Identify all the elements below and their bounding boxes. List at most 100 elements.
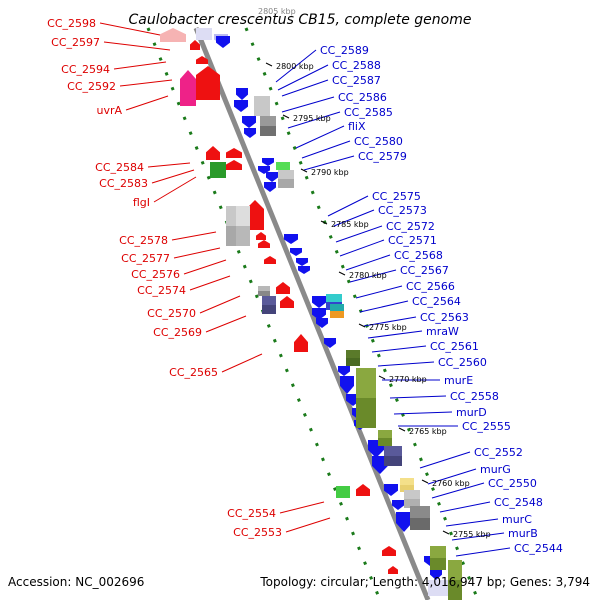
right-leader-line — [327, 195, 369, 217]
label-cc-2585: CC_2585 — [344, 106, 393, 119]
right-leader-line — [455, 547, 511, 557]
reverse-gene — [246, 200, 264, 230]
genome-summary-text: Topology: circular; Length: 4,016,947 bp… — [259, 575, 590, 589]
label-murd: murD — [456, 406, 487, 419]
gray-block-bottom — [404, 499, 420, 508]
left-leader-line — [221, 353, 263, 373]
kbp-tick-mark — [338, 271, 346, 276]
label-cc-2574: CC_2574 — [137, 284, 186, 297]
green-gene-light — [276, 162, 290, 170]
forward-gene — [396, 512, 412, 532]
label-cc-2553: CC_2553 — [233, 526, 282, 539]
label-cc-2580: CC_2580 — [354, 135, 403, 148]
label-murg: murG — [480, 463, 511, 476]
kbp-tick-2800-kbp: 2800 kbp — [276, 62, 314, 71]
reverse-gene — [206, 146, 220, 160]
left-leader-line — [205, 315, 247, 333]
reverse-gene-faded — [160, 28, 186, 42]
forward-gene — [340, 376, 354, 394]
map-title: Caulobacter crescentus CB15, complete ge… — [129, 12, 472, 28]
right-leader-line — [339, 239, 385, 257]
kbp-tick-mark — [421, 479, 429, 484]
right-leader-line — [367, 330, 423, 339]
olive-block-top — [430, 546, 446, 558]
purple-block-top — [262, 296, 276, 305]
reverse-gene-pink — [180, 70, 196, 106]
label-cc-2575: CC_2575 — [372, 190, 421, 203]
label-cc-2560: CC_2560 — [438, 356, 487, 369]
gray-block-small-bottom — [258, 291, 270, 296]
kbp-tick-2785-kbp: 2785 kbp — [331, 220, 369, 229]
right-leader-line — [363, 316, 417, 327]
kbp-tick-2765-kbp: 2765 kbp — [409, 427, 447, 436]
left-leader-line — [183, 259, 227, 275]
gray-block-dark-top — [260, 116, 276, 126]
right-leader-line — [371, 345, 427, 353]
kbp-tick-mark — [282, 114, 290, 119]
gray-block-dark-bottom — [410, 518, 430, 530]
gray-block-bottom — [254, 106, 270, 116]
reverse-gene — [258, 240, 270, 248]
right-leader-line — [445, 518, 499, 527]
right-leader-line — [295, 125, 345, 149]
label-cc-2566: CC_2566 — [406, 280, 455, 293]
label-leaders — [99, 22, 511, 557]
cyan-orange-block-top — [330, 304, 344, 311]
faded-block — [428, 580, 448, 596]
forward-gene — [290, 248, 302, 256]
gray-block-top — [404, 490, 420, 499]
label-flgi: flgI — [133, 196, 150, 209]
right-leader-line — [277, 64, 329, 91]
label-cc-2579: CC_2579 — [358, 150, 407, 163]
right-leader-line — [419, 451, 471, 469]
forward-gene — [338, 366, 350, 376]
right-leader-line — [389, 395, 447, 399]
kbp-tick-2770-kbp: 2770 kbp — [389, 375, 427, 384]
left-leader-line — [151, 169, 195, 184]
cyan-block-top — [326, 294, 342, 302]
left-leader-line — [99, 22, 161, 36]
reverse-gene — [382, 546, 396, 556]
label-murb: murB — [508, 527, 538, 540]
left-leader-line — [285, 517, 331, 533]
inner-tick-ring — [146, 27, 382, 600]
olive-block-bottom — [430, 558, 446, 570]
left-leader-line — [153, 176, 197, 203]
label-cc-2572: CC_2572 — [386, 220, 435, 233]
forward-gene — [312, 308, 326, 320]
label-cc-2563: CC_2563 — [420, 311, 469, 324]
green-gene-light — [336, 486, 350, 498]
olive-block-tall-bottom — [356, 398, 376, 428]
label-cc-2550: CC_2550 — [488, 477, 537, 490]
label-cc-2554: CC_2554 — [227, 507, 276, 520]
reverse-gene — [388, 566, 398, 574]
cyan-orange-block-bottom — [330, 311, 344, 318]
gene-faded — [196, 28, 212, 40]
right-leader-line — [355, 285, 403, 299]
gray-block-dark-bottom — [260, 126, 276, 136]
forward-gene — [384, 484, 398, 496]
label-cc-2586: CC_2586 — [338, 91, 387, 104]
label-cc-2584: CC_2584 — [95, 161, 144, 174]
right-leader-line — [333, 209, 375, 227]
left-leader-line — [147, 162, 191, 168]
reverse-gene — [294, 334, 308, 352]
olive-block-tall-bottom — [448, 580, 462, 600]
forward-gene — [216, 36, 230, 48]
right-leader-line — [287, 111, 341, 129]
left-leader-line — [199, 295, 241, 314]
gene-features — [160, 28, 462, 600]
gray-block-top — [254, 96, 270, 106]
forward-gene — [266, 172, 278, 182]
forward-gene — [430, 568, 442, 580]
forward-gene — [264, 182, 276, 192]
kbp-tick-2780-kbp: 2780 kbp — [349, 271, 387, 280]
gray-block-bottom — [278, 179, 294, 188]
label-cc-2576: CC_2576 — [131, 268, 180, 281]
forward-gene — [262, 158, 274, 166]
right-leader-line — [431, 482, 485, 499]
left-leader-line — [171, 231, 217, 241]
forward-gene — [284, 234, 298, 244]
reverse-gene — [196, 66, 220, 100]
right-leader-line — [281, 79, 329, 97]
